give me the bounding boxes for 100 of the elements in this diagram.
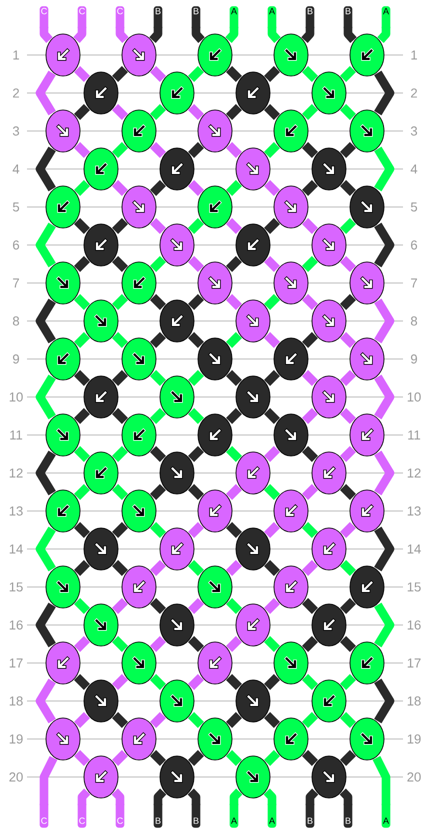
string [226,104,242,120]
string [264,598,280,614]
string [226,370,242,386]
string [150,294,166,310]
row-number: 8 [12,316,20,326]
string [188,408,204,424]
string [74,294,90,310]
row-number: 2 [411,88,417,98]
string [374,450,394,496]
node-label: B [346,818,351,824]
row-number: 7 [411,278,417,288]
string [226,636,242,652]
row-number: 19 [10,734,23,744]
string [112,218,128,234]
string [112,446,128,462]
string [74,712,90,728]
string [188,256,204,272]
string [340,522,356,538]
node-label: A [231,818,237,824]
string [150,446,166,462]
string [74,446,90,462]
row-number: 14 [10,544,23,554]
string [112,674,128,690]
string [264,484,280,500]
string [150,408,166,424]
string [302,636,318,652]
string [264,636,280,652]
string [226,180,242,196]
string [374,222,394,268]
node-label: B [308,818,313,824]
string [302,66,318,82]
string [264,256,280,272]
string [188,180,204,196]
string [150,636,166,652]
string [112,256,128,272]
row-number: 15 [10,582,23,592]
string [302,522,318,538]
string [112,408,128,424]
string [112,750,128,766]
node-label: B [194,818,199,824]
string [302,332,318,348]
string [74,332,90,348]
string [112,636,128,652]
string [150,332,166,348]
string [188,712,204,728]
row-number: 10 [10,392,23,402]
string [226,408,242,424]
string [344,26,357,43]
string [225,26,238,43]
string [116,26,129,43]
string [340,332,356,348]
string [226,712,242,728]
node-label: A [383,8,389,14]
string [340,750,356,766]
string [188,522,204,538]
string [150,66,166,82]
string [188,674,204,690]
string [264,712,280,728]
string [374,374,394,420]
string [340,408,356,424]
string [340,294,356,310]
string [340,674,356,690]
string [74,750,90,766]
string [264,104,280,120]
string [340,446,356,462]
string [192,26,205,43]
node-label: C [41,818,47,824]
string [374,678,394,724]
string [74,142,90,158]
string [372,756,390,806]
node-label: C [41,8,47,14]
string [301,26,314,43]
string [226,598,242,614]
string [340,142,356,158]
string [74,256,90,272]
string [302,446,318,462]
string [226,66,242,82]
row-number: 20 [9,772,23,782]
string [150,750,166,766]
string [302,750,318,766]
string [264,218,280,234]
string [74,598,90,614]
row-number: 3 [12,126,20,136]
string [264,560,280,576]
string [302,104,318,120]
node-label: B [194,8,199,14]
string [374,602,394,648]
row-number: 14 [408,544,421,554]
string [112,712,128,728]
string [302,674,318,690]
string [150,484,166,500]
string [226,674,242,690]
string [112,332,128,348]
string [36,222,56,268]
node-label: B [156,8,161,14]
string [374,298,394,344]
row-number: 7 [13,278,19,288]
row-number: 18 [408,696,421,706]
row-number: 4 [12,164,20,174]
string [112,142,128,158]
